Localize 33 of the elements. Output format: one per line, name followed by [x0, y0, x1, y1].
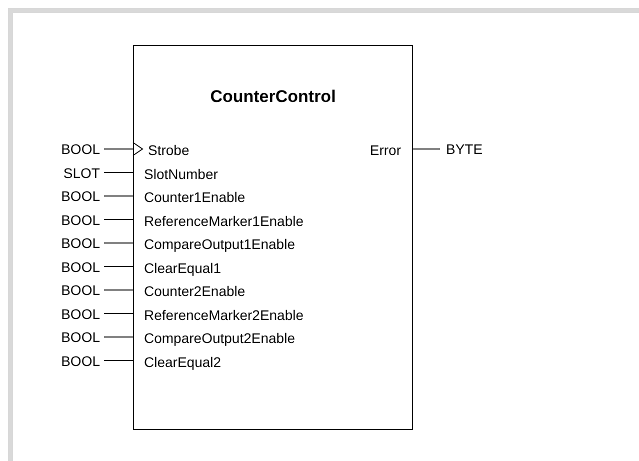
input-pin-label: ClearEqual1 [134, 258, 222, 276]
data-type-label: SLOT [63, 164, 104, 182]
connector-line [104, 242, 134, 244]
connector-line [104, 172, 134, 173]
output-pin-label: Error [370, 141, 412, 159]
data-type-label: BOOL [61, 352, 104, 370]
input-pin-label: ReferenceMarker1Enable [134, 212, 304, 230]
input-pin-label: CompareOutput2Enable [134, 329, 295, 347]
input-pin-label: Counter1Enable [134, 188, 246, 206]
connector-line [104, 360, 134, 361]
input-pin-label: Strobe [134, 141, 190, 159]
data-type-label: BOOL [61, 328, 104, 346]
block-title: CounterControl [209, 86, 337, 108]
input-pin-label: Counter2Enable [134, 282, 246, 300]
input-pin-label: SlotNumber [134, 164, 218, 182]
connector-line [104, 142, 143, 156]
input-pin-label: ClearEqual2 [134, 352, 222, 370]
connector-line [412, 148, 440, 150]
connector-line [104, 313, 134, 314]
connector-line [104, 336, 134, 338]
data-type-label: BOOL [61, 258, 104, 276]
input-pin-label: CompareOutput1Enable [134, 235, 295, 253]
connector-line [104, 266, 134, 267]
input-pin-label: ReferenceMarker2Enable [134, 306, 304, 324]
data-type-label: BOOL [61, 210, 104, 228]
function-block [133, 45, 413, 430]
connector-line [104, 219, 134, 220]
data-type-label: BYTE [440, 140, 483, 158]
data-type-label: BOOL [61, 281, 104, 299]
data-type-label: BOOL [61, 304, 104, 322]
data-type-label: BOOL [61, 234, 104, 252]
data-type-label: BOOL [61, 187, 104, 205]
data-type-label: BOOL [61, 140, 104, 158]
